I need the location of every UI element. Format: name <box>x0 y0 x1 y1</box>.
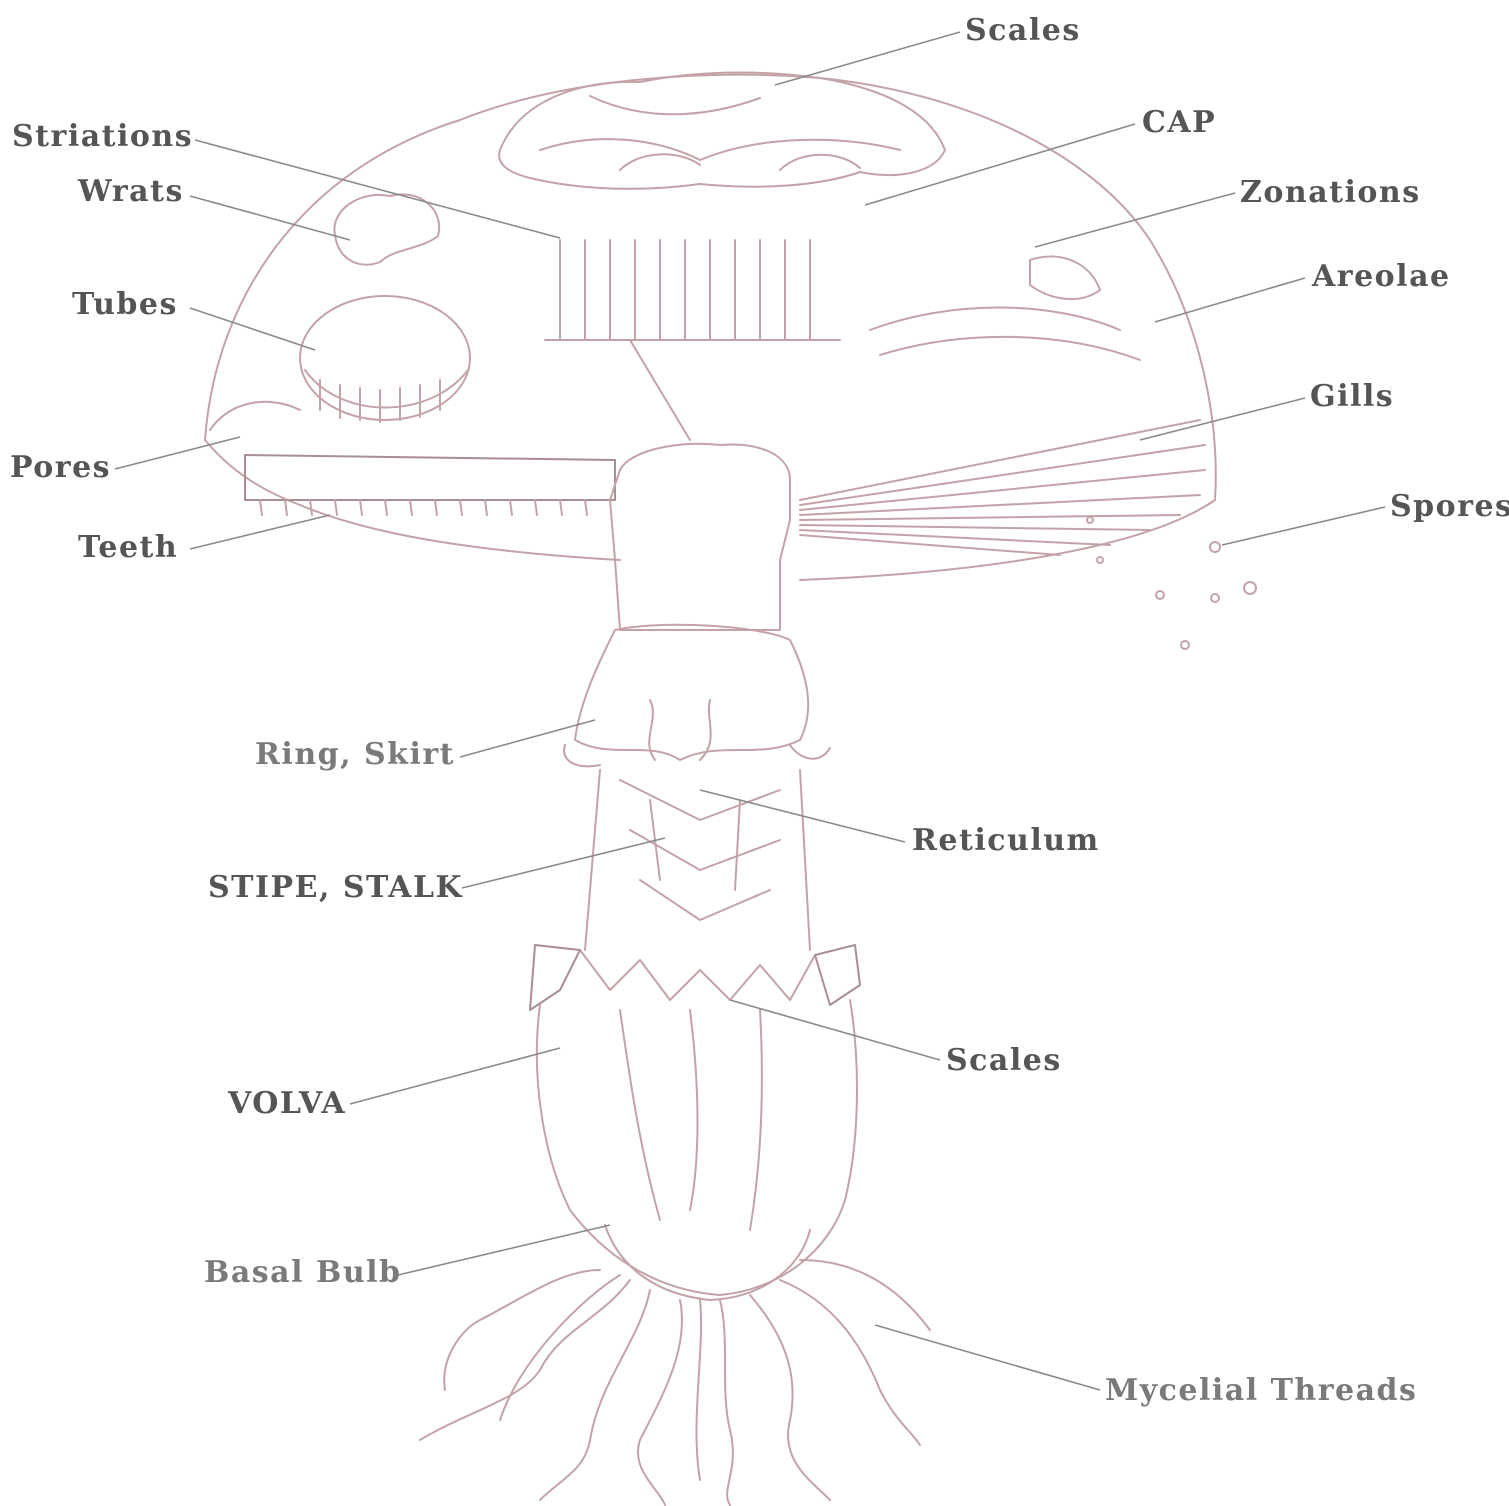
label-reticulum: Reticulum <box>912 826 1100 856</box>
label-gills: Gills <box>1310 382 1394 412</box>
label-mycelial-threads: Mycelial Threads <box>1105 1376 1417 1406</box>
stipe-lower <box>585 770 810 950</box>
stipe-upper <box>610 444 790 630</box>
lower-scales <box>580 950 815 1000</box>
label-tubes: Tubes <box>72 290 178 320</box>
label-spores: Spores <box>1390 492 1509 522</box>
leader-lines <box>115 32 1385 1390</box>
label-stipe-stalk: STIPE, STALK <box>208 873 463 903</box>
label-scales-lower: Scales <box>946 1046 1062 1076</box>
label-striations: Striations <box>12 122 193 152</box>
label-areolae: Areolae <box>1312 262 1451 292</box>
label-basal-bulb: Basal Bulb <box>204 1258 402 1288</box>
areolae <box>1030 257 1100 300</box>
warts <box>334 194 439 264</box>
tubes-patch <box>300 296 470 420</box>
label-ring-skirt: Ring, Skirt <box>255 740 455 770</box>
spores <box>1087 517 1256 649</box>
mycelial-threads <box>420 1260 930 1505</box>
teeth-shelf <box>245 455 615 500</box>
pores-shelf <box>210 402 300 430</box>
label-cap: CAP <box>1142 108 1216 138</box>
basal-bulb <box>605 1225 810 1300</box>
label-volva: VOLVA <box>228 1089 346 1119</box>
reticulum <box>620 780 780 920</box>
gills <box>800 420 1205 555</box>
label-pores: Pores <box>10 453 111 483</box>
label-warts: Wrats <box>78 177 184 207</box>
label-teeth: Teeth <box>78 533 178 563</box>
label-scales-top: Scales <box>965 16 1081 46</box>
ring-skirt <box>575 625 808 760</box>
zonations <box>870 308 1120 331</box>
striations <box>560 240 810 340</box>
label-zonations: Zonations <box>1240 178 1421 208</box>
